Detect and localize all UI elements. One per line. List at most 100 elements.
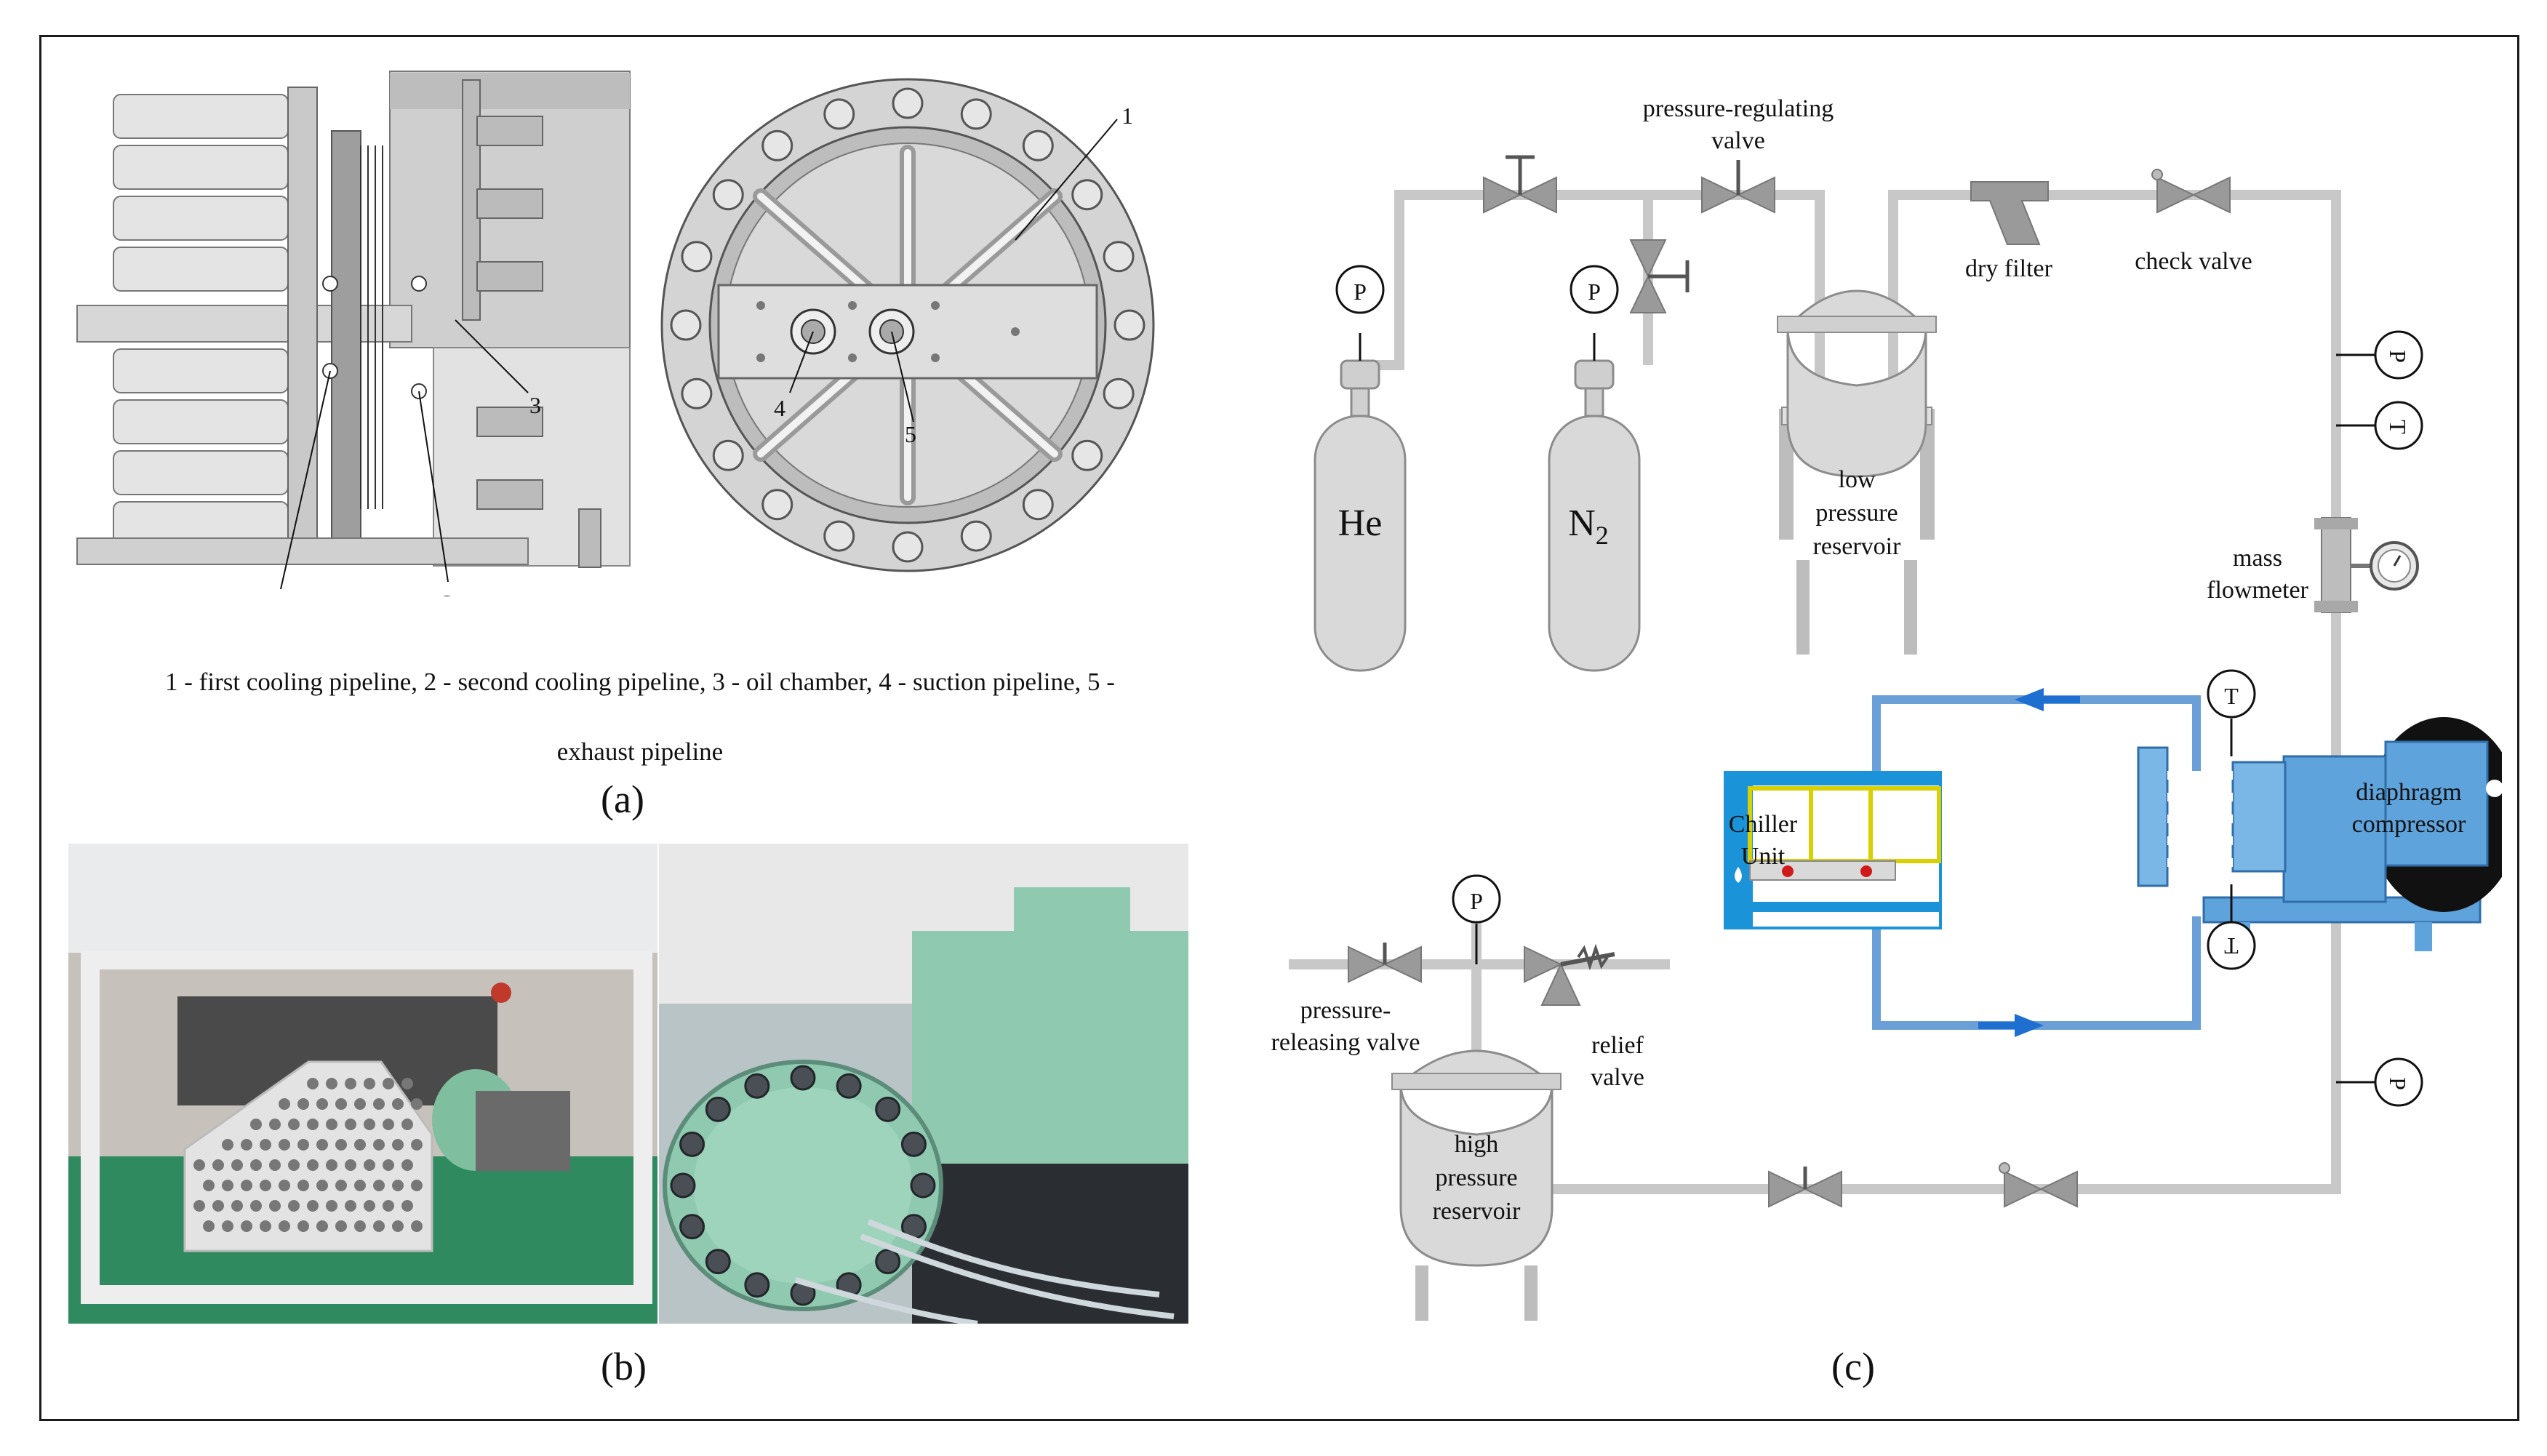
panel-c-schematic: He N2 P P [1271,95,2502,1321]
pressure-releasing-valve-label-2: releasing valve [1271,1029,1420,1056]
callout-2-side: 2 [442,590,454,596]
pressure-releasing-valve-label-1: pressure- [1300,997,1391,1024]
guard-hole [222,1220,233,1232]
nitrogen-label: N [1568,503,1596,544]
flange-bolt [1071,439,1103,471]
svg-text:T: T [2385,420,2411,434]
guard-hole [316,1180,328,1191]
guard-hole [383,1078,394,1089]
relief-valve-label-2: valve [1591,1064,1644,1091]
callout-5-front: 5 [905,421,916,447]
guard-hole [279,1180,290,1191]
guard-hole [335,1180,347,1191]
pressure-regulating-valve-label-2: valve [1711,127,1765,154]
guard-hole [250,1200,262,1212]
diaphragm-compressor-label-1: diaphragm [2356,779,2461,806]
pressure-gauge-upper: P [2336,330,2423,380]
head-bolt [705,1249,731,1275]
guard-hole [241,1220,252,1232]
flange-bolt [712,179,744,211]
guard-hole [326,1159,337,1171]
mass-flowmeter-label-2: flowmeter [2207,577,2308,604]
flange-bolt [960,98,992,130]
guard-hole [279,1220,290,1232]
head-bolt [910,1172,936,1199]
head-bolt-ring [670,1065,936,1306]
svg-text:P: P [1354,279,1367,305]
guard-hole [279,1139,290,1151]
guard-hole [373,1220,385,1232]
flange-bolt-ring [670,87,1145,563]
guard-hole [326,1078,337,1089]
check-valve-label: check valve [2135,248,2252,275]
low-pressure-reservoir-label-2: pressure [1815,500,1898,527]
side-view-drawing: 1 2 3 [76,64,637,596]
flange-bolt [823,98,855,130]
guard-hole [364,1159,375,1171]
svg-text:P: P [1588,279,1601,305]
guard-hole [316,1220,328,1232]
guard-hole [316,1098,328,1110]
guard-hole [269,1200,281,1212]
guard-hole [383,1200,394,1212]
head-bolt [836,1073,862,1099]
caption-a-line-2: exhaust pipeline [556,737,724,766]
guard-hole [383,1159,394,1171]
guard-hole [335,1139,347,1151]
guard-hole [297,1139,309,1151]
guard-hole [297,1098,309,1110]
guard-hole [193,1159,205,1171]
guard-hole [373,1139,385,1151]
pressure-gauge-he: P [1335,265,1385,361]
guard-hole [250,1119,262,1130]
flow-arrows [1978,688,2080,1037]
guard-hole [345,1119,356,1130]
guard-hole [401,1119,413,1130]
guard-hole [316,1139,328,1151]
chiller-unit-label-1: Chiller [1729,811,1798,838]
high-pressure-reservoir-label-2: pressure [1435,1164,1517,1191]
head-bolt [679,1131,705,1157]
front-view-drawing: 1 4 5 [644,65,1179,588]
flange-bolt [1071,179,1103,211]
panel-label-c: (c) [1831,1345,1875,1388]
guard-hole [364,1078,375,1089]
guard-hole [392,1098,404,1110]
flange-bolt [1022,129,1054,161]
guard-hole [335,1098,347,1110]
guard-hole [297,1220,309,1232]
guard-hole [288,1200,300,1212]
shutoff-valve-n2 [1629,239,1690,313]
guard-hole [401,1200,413,1212]
guard-hole [250,1159,262,1171]
relief-valve [1524,943,1615,1006]
guard-hole [354,1180,366,1191]
guard-hole [345,1159,356,1171]
head-bolt [875,1249,901,1275]
panel-label-a: (a) [601,777,644,821]
guard-hole [203,1180,215,1191]
guard-hole [354,1098,366,1110]
guard-hole [335,1220,347,1232]
panel-b-photos [68,844,1188,1324]
guard-hole [288,1119,300,1130]
diaphragm-compressor-label-2: compressor [2352,811,2466,838]
svg-text:T: T [2224,683,2239,709]
guard-hole [288,1159,300,1171]
guard-hole [241,1180,252,1191]
panel-label-b: (b) [601,1345,647,1388]
head-bolt [790,1065,816,1091]
guard-hole [373,1180,385,1191]
guard-hole [260,1139,271,1151]
head-bolt [744,1272,770,1298]
pressure-gauge-high-reservoir: P [1452,874,1501,964]
head-bolt [705,1096,731,1122]
guard-hole [401,1159,413,1171]
panel-a-cad-drawings: 1 2 3 [76,64,1179,596]
helium-cylinder: He [1314,359,1407,672]
low-pressure-reservoir-label-1: low [1839,466,1876,493]
high-pressure-reservoir [1391,1049,1562,1321]
low-pressure-reservoir-label-3: reservoir [1813,533,1902,560]
guard-hole [345,1200,356,1212]
